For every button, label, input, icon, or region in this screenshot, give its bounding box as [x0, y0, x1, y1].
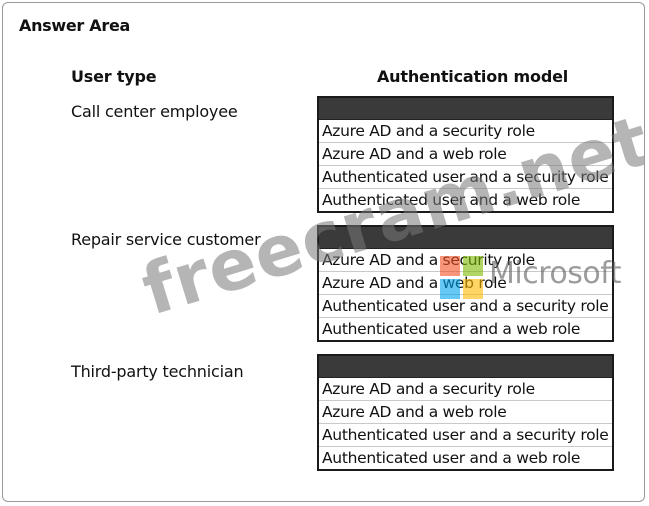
- dropdown-option[interactable]: Azure AD and a security role: [319, 249, 612, 272]
- dropdown-option[interactable]: Authenticated user and a security role: [319, 424, 612, 447]
- dropdown-option[interactable]: Azure AD and a web role: [319, 401, 612, 424]
- dropdown-option[interactable]: Authenticated user and a web role: [322, 191, 581, 209]
- dropdown-option[interactable]: Azure AD and a security role: [319, 378, 612, 401]
- dropdown-repair-customer[interactable]: Azure AD and a security role Azure AD an…: [317, 225, 614, 342]
- dropdown-header[interactable]: [319, 98, 612, 120]
- dropdown-third-party[interactable]: Azure AD and a security role Azure AD an…: [317, 354, 614, 471]
- user-label-repair-customer: Repair service customer: [71, 230, 261, 249]
- answer-area-panel: Answer Area User type Authentication mod…: [2, 2, 645, 502]
- dropdown-call-center[interactable]: Azure AD and a security role Azure AD an…: [317, 96, 614, 213]
- dropdown-option[interactable]: Authenticated user and a security role: [319, 166, 612, 189]
- dropdown-option[interactable]: Azure AD and a security role: [319, 120, 612, 143]
- dropdown-option[interactable]: Azure AD and a web role: [319, 143, 612, 166]
- user-type-header: User type: [71, 67, 157, 86]
- dropdown-option[interactable]: Authenticated user and a web role: [322, 449, 581, 467]
- dropdown-option[interactable]: Azure AD and a web role: [319, 272, 612, 295]
- auth-model-header: Authentication model: [377, 67, 569, 86]
- user-label-third-party: Third-party technician: [71, 362, 244, 381]
- dropdown-option[interactable]: Authenticated user and a web role: [322, 320, 581, 338]
- user-label-call-center: Call center employee: [71, 102, 238, 121]
- dropdown-header[interactable]: [319, 356, 612, 378]
- dropdown-header[interactable]: [319, 227, 612, 249]
- dropdown-option[interactable]: Authenticated user and a security role: [319, 295, 612, 318]
- answer-area-title: Answer Area: [19, 16, 131, 35]
